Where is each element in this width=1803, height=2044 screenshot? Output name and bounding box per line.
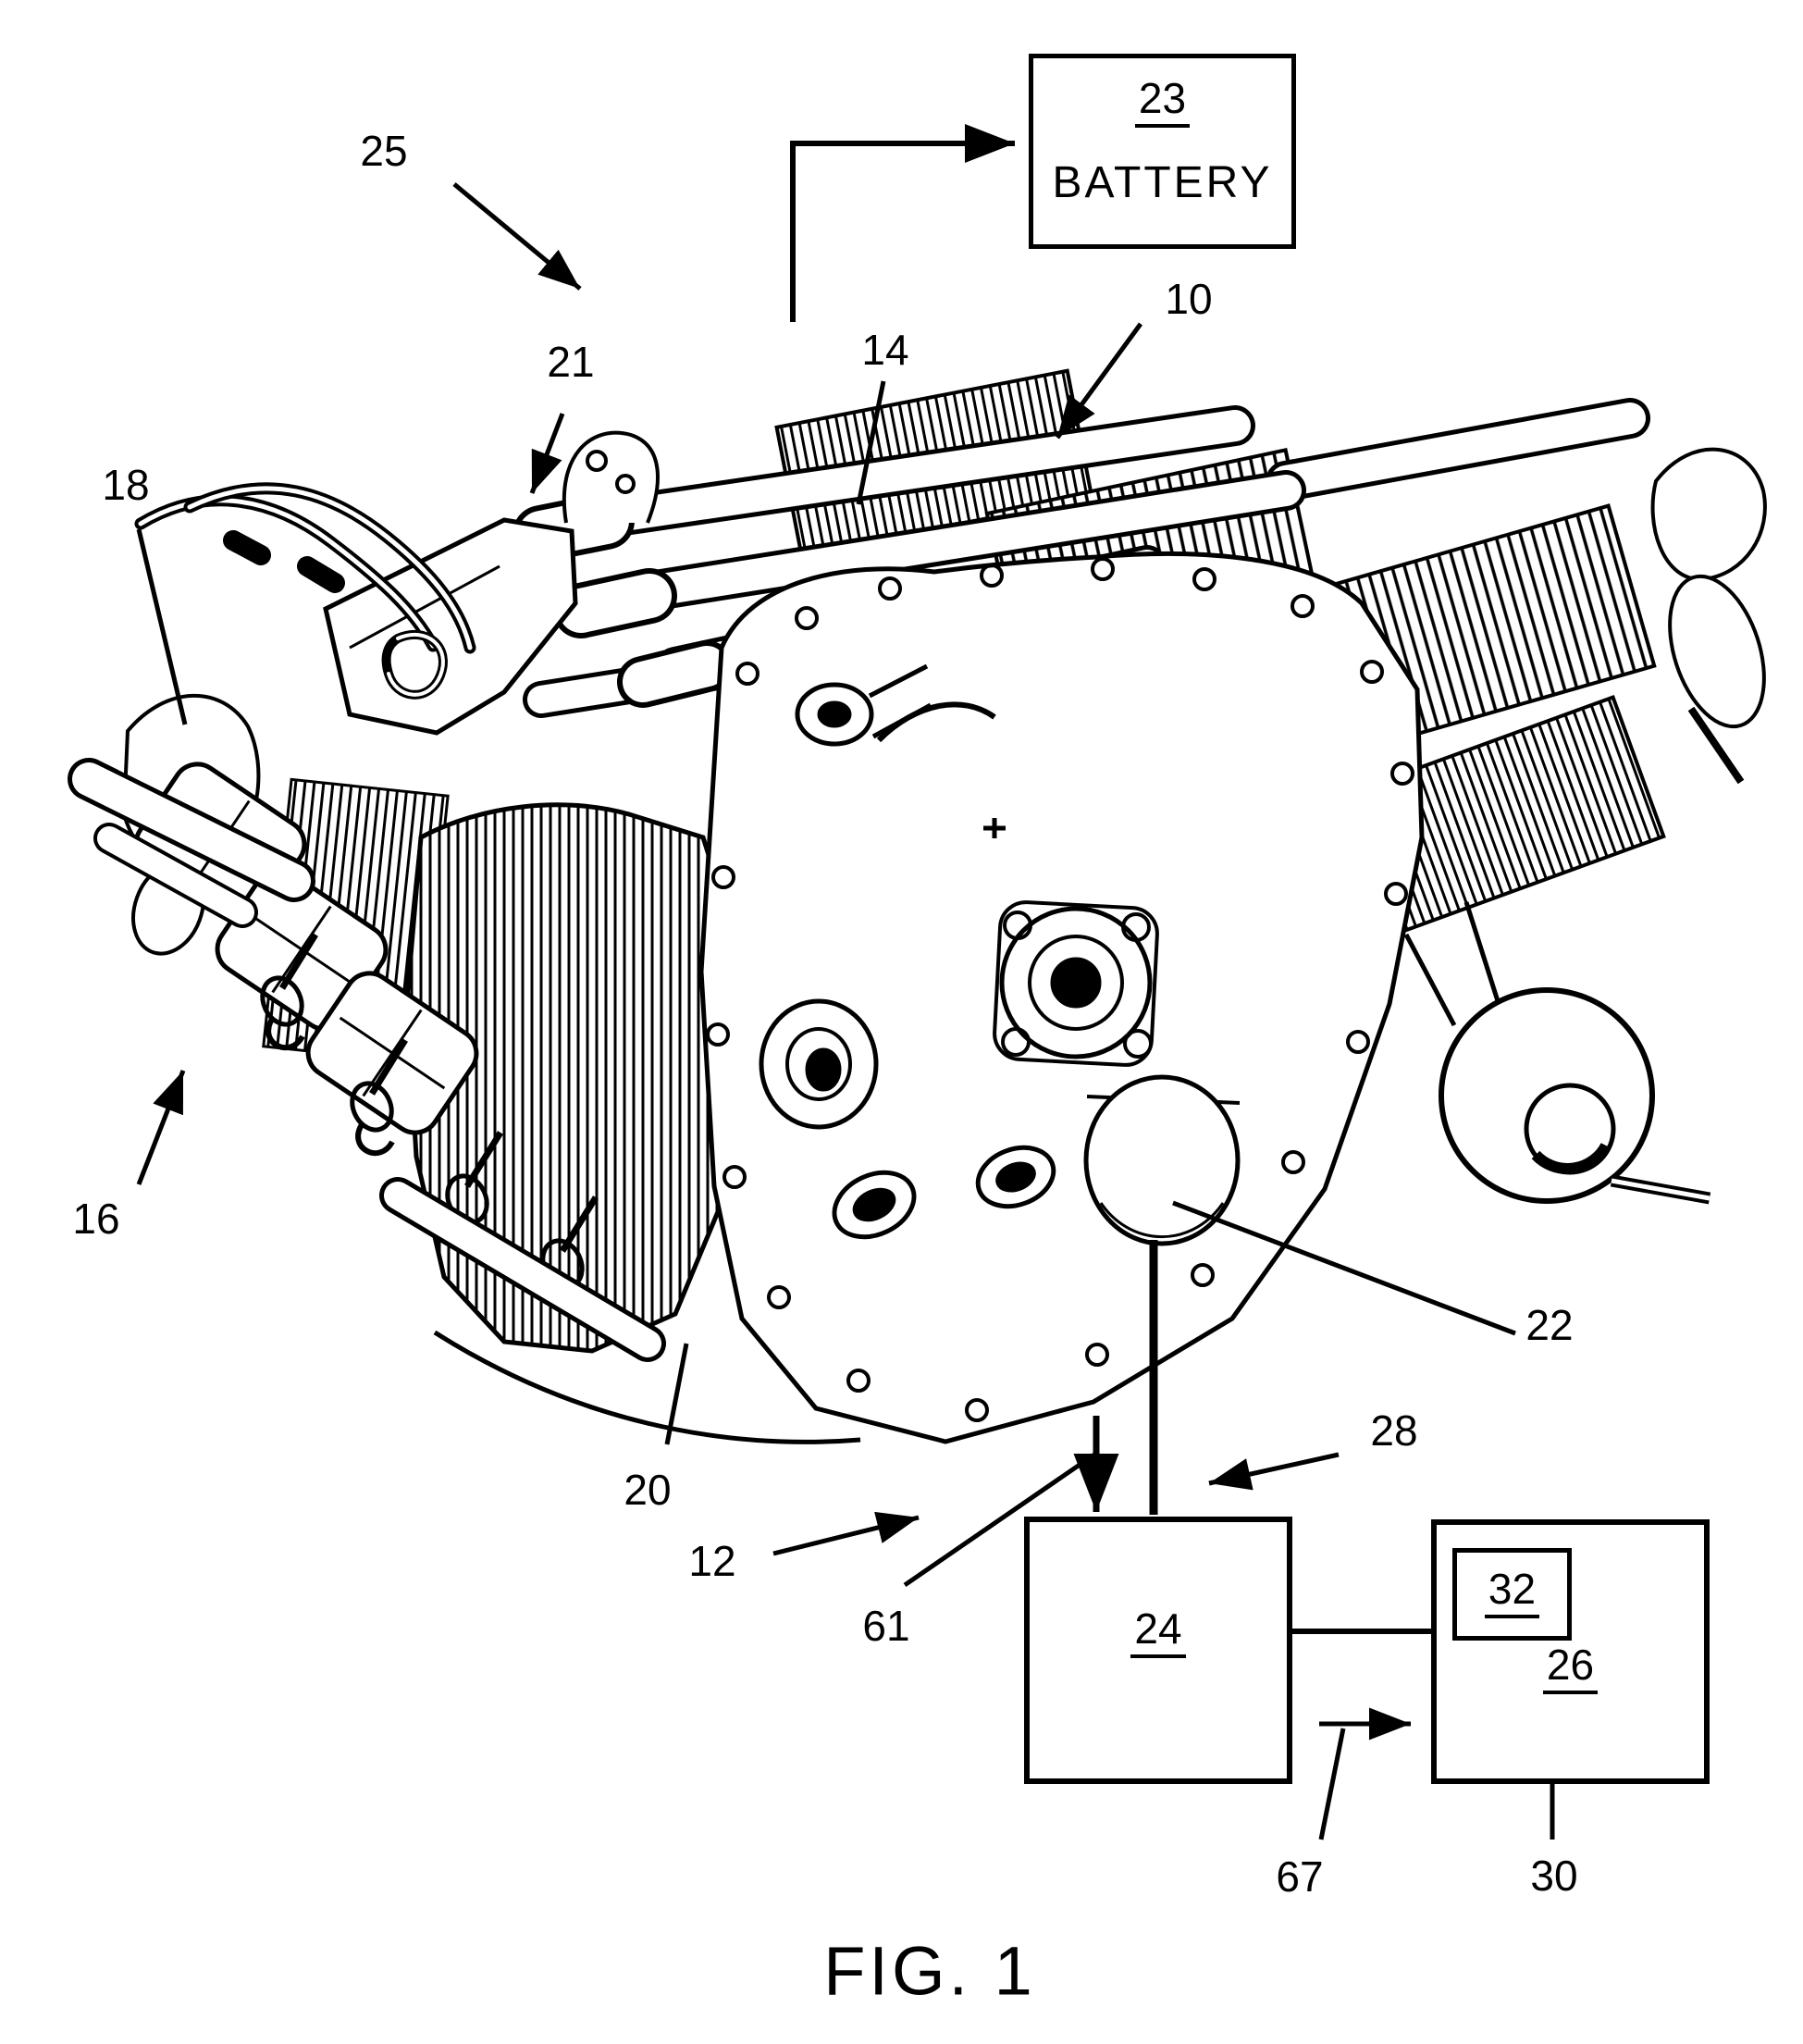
engine-illustration bbox=[68, 368, 1767, 1444]
callout-30: 30 bbox=[1530, 1852, 1578, 1900]
callout-10: 10 bbox=[1165, 275, 1213, 323]
display-box: 32 26 bbox=[1431, 1519, 1710, 1784]
display-inner-ref: 32 bbox=[1484, 1567, 1540, 1618]
arrow-12 bbox=[772, 1511, 920, 1556]
lead-61 bbox=[903, 1452, 1096, 1588]
bolt-bosses bbox=[706, 557, 1414, 1422]
battery-ref: 23 bbox=[1134, 77, 1191, 128]
lead-14 bbox=[856, 380, 886, 505]
battery-label: BATTERY bbox=[1052, 158, 1273, 207]
arrow-21 bbox=[529, 413, 565, 494]
callout-67: 67 bbox=[1276, 1852, 1324, 1901]
bottom-silhouette bbox=[433, 1330, 861, 1444]
arrow-28 bbox=[1208, 1452, 1340, 1491]
controller-ref: 24 bbox=[1130, 1607, 1186, 1658]
lead-18 bbox=[136, 528, 188, 725]
callout-18: 18 bbox=[102, 461, 150, 509]
battery-box: 23 BATTERY bbox=[1029, 54, 1296, 249]
figure-caption: FIG. 1 bbox=[823, 1932, 1036, 2010]
starter-dome bbox=[1083, 1074, 1241, 1246]
lead-22 bbox=[1172, 1200, 1516, 1336]
lead-20 bbox=[664, 1343, 689, 1445]
engine-right-cluster bbox=[1650, 447, 1767, 785]
display-ref: 26 bbox=[1542, 1643, 1599, 1694]
callout-14: 14 bbox=[861, 326, 909, 374]
intake-tubes bbox=[68, 758, 666, 1362]
callout-25: 25 bbox=[360, 127, 408, 175]
crankcase-face bbox=[698, 551, 1425, 1444]
controller-box: 24 bbox=[1024, 1517, 1292, 1784]
schematic-connectors bbox=[136, 124, 1555, 1840]
fin-block-front bbox=[404, 802, 743, 1354]
display-inner-box: 32 bbox=[1452, 1548, 1572, 1641]
callout-21: 21 bbox=[547, 338, 595, 386]
callout-61: 61 bbox=[862, 1602, 910, 1650]
oil-filter bbox=[1403, 901, 1711, 1205]
callout-16: 16 bbox=[72, 1195, 120, 1243]
arrow-16 bbox=[136, 1070, 186, 1185]
fuel-lines bbox=[134, 482, 476, 700]
callout-20: 20 bbox=[624, 1466, 672, 1514]
callout-22: 22 bbox=[1525, 1301, 1574, 1349]
arrow-25 bbox=[452, 182, 582, 291]
arrow-10 bbox=[1055, 322, 1143, 440]
battery-connector-line bbox=[790, 124, 1015, 322]
callout-28: 28 bbox=[1370, 1406, 1418, 1455]
lead-67 bbox=[1318, 1728, 1346, 1840]
callout-12: 12 bbox=[688, 1537, 736, 1585]
